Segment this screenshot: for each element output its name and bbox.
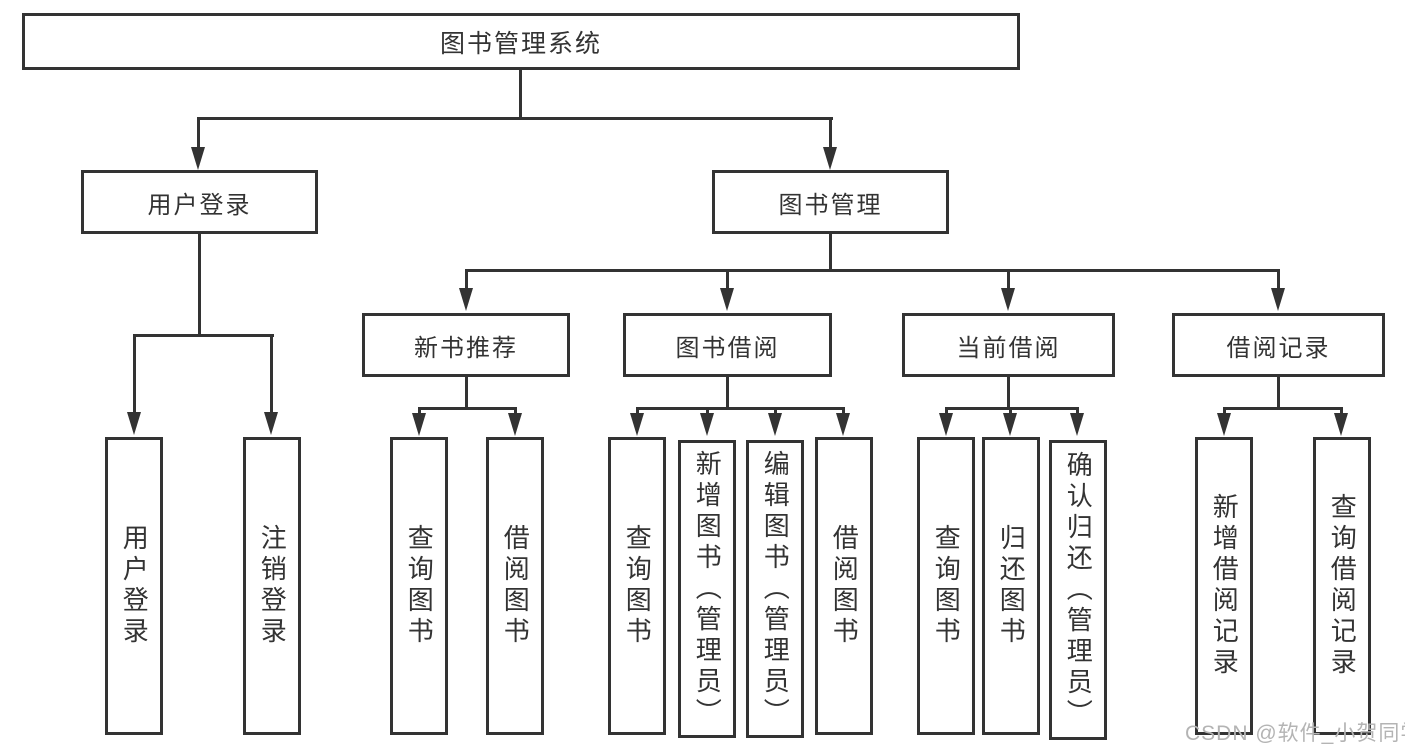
connector-root-stem [519,70,522,118]
connector-bar [418,407,517,410]
arrow-down-icon [127,412,141,435]
connector-bar [945,407,1079,410]
arrow-down-icon [720,288,734,311]
arrow-down-icon [191,147,205,170]
connector-user-login-bar [133,334,274,337]
connector-stem [1009,407,1012,415]
connector-stem [1007,377,1010,410]
leaf-cb-confirm-return-admin: 确认归还（管理员） [1049,440,1107,740]
leaf-label: 编辑图书（管理员） [760,449,791,729]
leaf-nb-query-books: 查询图书 [390,437,448,735]
leaf-label: 查询图书 [622,524,653,648]
connector-book-mgmt-stem [829,234,832,272]
node-book-borrowing: 图书借阅 [623,313,832,377]
connector-stem [842,407,845,415]
connector-stem [418,407,421,415]
connector-stem [1223,407,1226,415]
connector-user-login-stem [198,234,201,336]
node-user-login: 用户登录 [81,170,318,234]
leaf-nb-borrow-books: 借阅图书 [486,437,544,735]
connector-stem [1277,269,1280,291]
arrow-down-icon [1217,413,1231,436]
arrow-down-icon [823,147,837,170]
connector-stem [1340,407,1343,415]
leaf-br-query-record: 查询借阅记录 [1313,437,1371,735]
connector-stem [1007,269,1010,291]
connector-stem [465,377,468,410]
leaf-label: 借阅图书 [500,524,531,648]
csdn-watermark: CSDN @软件_小贺同学 [1185,722,1405,745]
arrow-down-icon [1001,288,1015,311]
leaf-label: 查询图书 [931,524,962,648]
node-borrowing-records: 借阅记录 [1172,313,1385,377]
connector-stem [270,334,273,414]
arrow-down-icon [1271,288,1285,311]
arrow-down-icon [459,288,473,311]
connector-stem [1076,407,1079,415]
connector-stem [774,407,777,415]
connector-stem [726,269,729,291]
connector-stem [514,407,517,415]
node-book-management: 图书管理 [712,170,949,234]
leaf-bb-query-books: 查询图书 [608,437,666,735]
connector-stem [197,117,200,149]
connector-book-mgmt-bar [465,269,1280,272]
leaf-label: 查询图书 [404,524,435,648]
leaf-cb-query-books: 查询图书 [917,437,975,735]
leaf-label: 注销登录 [257,524,288,648]
connector-bar [636,407,845,410]
arrow-down-icon [768,413,782,436]
arrow-down-icon [508,413,522,436]
leaf-user-login: 用户登录 [105,437,163,735]
connector-stem [1277,377,1280,410]
leaf-label: 确认归还（管理员） [1063,450,1094,730]
leaf-br-add-record: 新增借阅记录 [1195,437,1253,735]
leaf-cb-return-books: 归还图书 [982,437,1040,735]
arrow-down-icon [836,413,850,436]
connector-stem [829,117,832,149]
connector-stem [945,407,948,415]
leaf-logout: 注销登录 [243,437,301,735]
leaf-label: 用户登录 [119,524,150,648]
node-current-borrowing: 当前借阅 [902,313,1115,377]
arrow-down-icon [630,413,644,436]
arrow-down-icon [1070,413,1084,436]
arrow-down-icon [264,412,278,435]
leaf-label: 借阅图书 [829,524,860,648]
arrow-down-icon [939,413,953,436]
node-library-management-system: 图书管理系统 [22,13,1020,70]
leaf-label: 新增借阅记录 [1209,493,1240,679]
arrow-down-icon [700,413,714,436]
leaf-bb-add-books-admin: 新增图书（管理员） [678,440,736,738]
connector-stem [636,407,639,415]
connector-root-bar [197,117,833,120]
leaf-label: 查询借阅记录 [1327,493,1358,679]
node-new-book-recommend: 新书推荐 [362,313,570,377]
connector-bar [1223,407,1343,410]
leaf-label: 归还图书 [996,524,1027,648]
connector-stem [706,407,709,415]
connector-stem [133,334,136,414]
arrow-down-icon [1334,413,1348,436]
connector-stem [465,269,468,291]
leaf-bb-edit-books-admin: 编辑图书（管理员） [746,440,804,738]
arrow-down-icon [412,413,426,436]
leaf-label: 新增图书（管理员） [692,449,723,729]
connector-stem [726,377,729,410]
arrow-down-icon [1003,413,1017,436]
leaf-bb-borrow-books: 借阅图书 [815,437,873,735]
